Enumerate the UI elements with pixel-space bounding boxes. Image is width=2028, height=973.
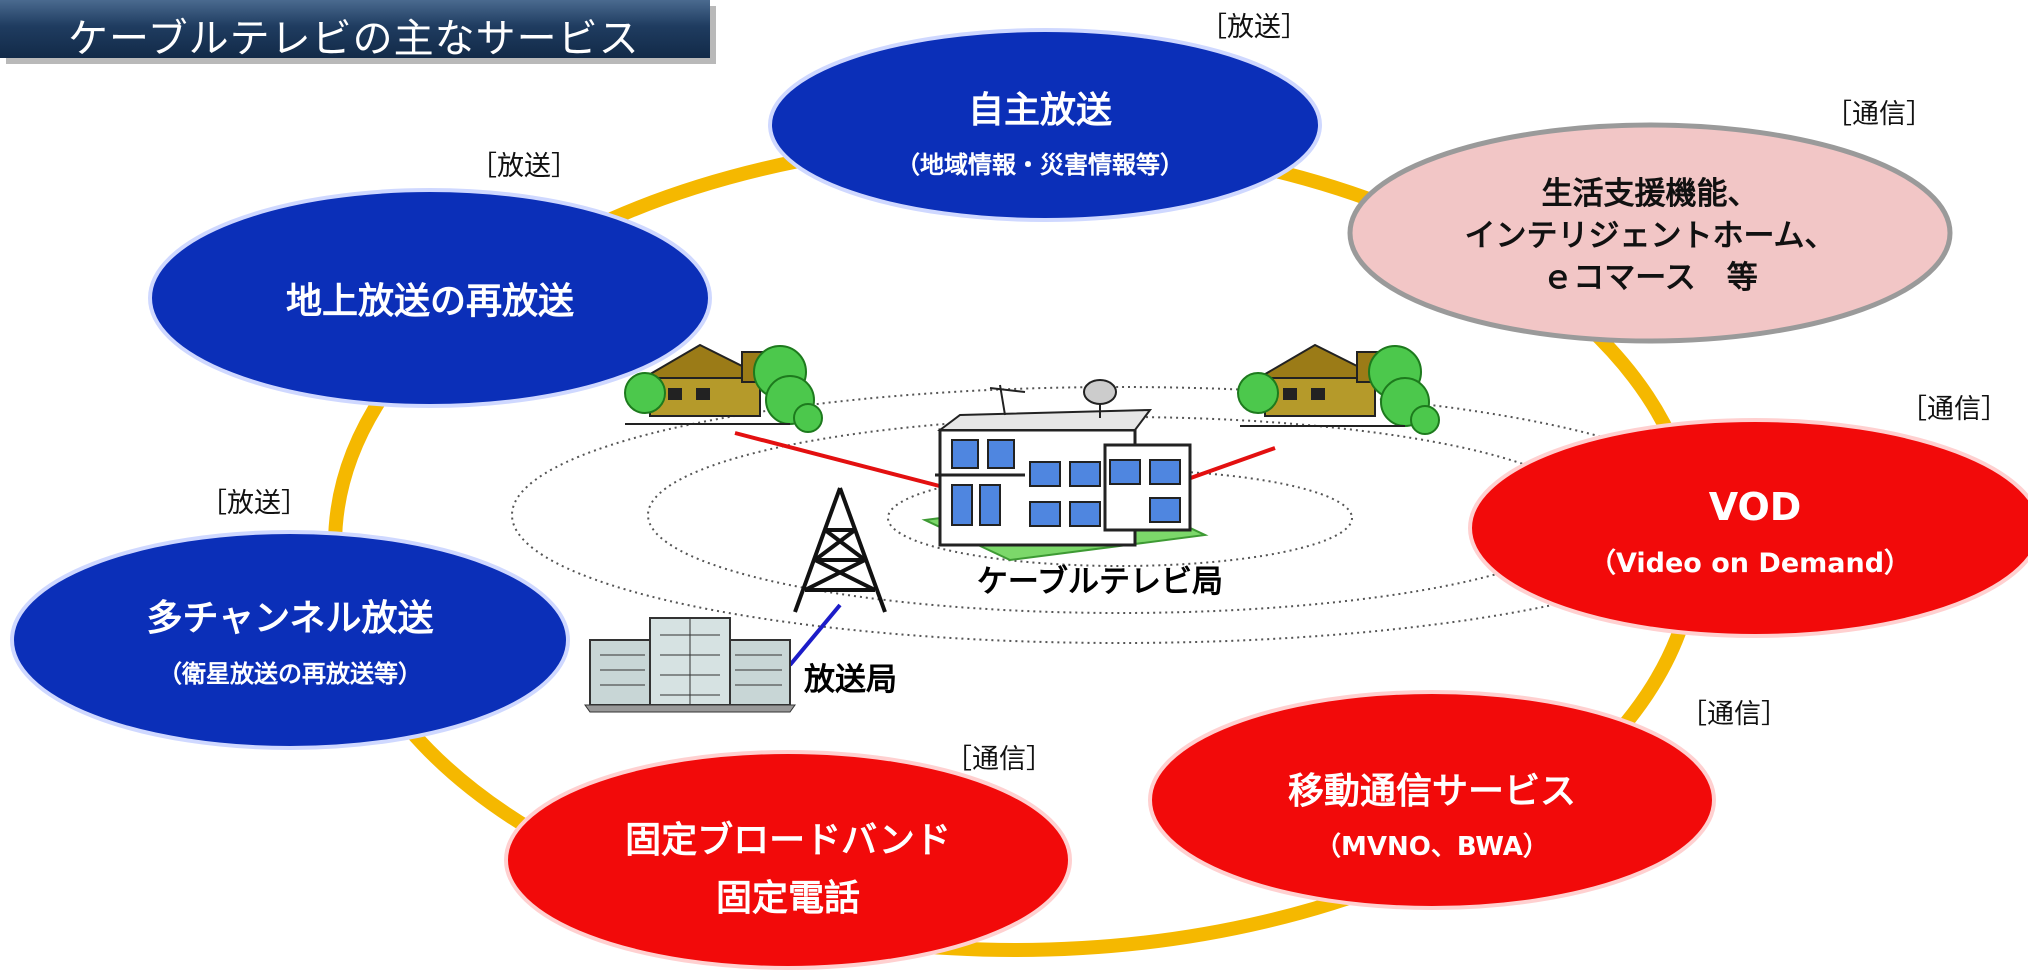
house-left-icon <box>624 343 823 433</box>
page-title: ケーブルテレビの主なサービス <box>68 16 640 62</box>
service-life-support-line2: インテリジェントホーム、 <box>1464 218 1835 254</box>
service-fixed-broadband-line2: 固定電話 <box>716 878 860 919</box>
cable-line-left <box>734 431 956 492</box>
service-mobile-tag: ［通信］ <box>1680 699 1788 730</box>
service-mobile: 移動通信サービス （MVNO、BWA） <box>1148 690 1716 910</box>
service-life-support-tag: ［通信］ <box>1825 99 1933 130</box>
service-life-support-line3: ｅコマース 等 <box>1542 260 1757 296</box>
service-multichannel-tag: ［放送］ <box>200 488 308 519</box>
service-vod: VOD （Video on Demand） <box>1468 418 2028 638</box>
service-self-broadcast: 自主放送 （地域情報・災害情報等） <box>768 28 1322 222</box>
service-mobile-sub: （MVNO、BWA） <box>1315 832 1549 862</box>
service-terrestrial-retransmission: 地上放送の再放送 <box>148 188 712 408</box>
house-right-icon <box>1237 343 1440 435</box>
service-fixed-broadband: 固定ブロードバンド 固定電話 <box>504 750 1072 970</box>
service-mobile-title: 移動通信サービス <box>1288 771 1576 812</box>
service-fixed-broadband-tag: ［通信］ <box>945 744 1053 775</box>
title-banner: ケーブルテレビの主なサービス <box>0 0 710 62</box>
broadcast-station-building-icon <box>584 617 796 713</box>
service-multichannel-sub: （衛星放送の再放送等） <box>158 660 422 688</box>
cable-station-building-icon <box>921 379 1209 562</box>
cable-station-label: ケーブルテレビ局 <box>977 564 1223 600</box>
service-fixed-broadband-line1: 固定ブロードバンド <box>625 819 951 861</box>
service-vod-title: VOD <box>1709 485 1802 529</box>
service-terrestrial-retransmission-title: 地上放送の再放送 <box>286 281 574 322</box>
service-life-support: 生活支援機能、 インテリジェントホーム、 ｅコマース 等 <box>1347 122 1953 344</box>
link-line-broadcast <box>788 603 842 667</box>
service-self-broadcast-tag: ［放送］ <box>1200 12 1308 43</box>
service-self-broadcast-sub: （地域情報・災害情報等） <box>896 151 1184 179</box>
service-multichannel-title: 多チャンネル放送 <box>147 598 434 639</box>
service-vod-sub: （Video on Demand） <box>1589 548 1911 579</box>
service-life-support-line1: 生活支援機能、 <box>1542 176 1759 212</box>
cable-line-right <box>1184 446 1276 482</box>
service-terrestrial-retransmission-tag: ［放送］ <box>470 151 578 182</box>
service-vod-tag: ［通信］ <box>1900 394 2008 425</box>
service-self-broadcast-title: 自主放送 <box>968 90 1112 131</box>
transmission-tower-icon <box>793 487 887 613</box>
broadcast-station-label: 放送局 <box>803 662 897 698</box>
service-multichannel: 多チャンネル放送 （衛星放送の再放送等） <box>10 530 570 750</box>
